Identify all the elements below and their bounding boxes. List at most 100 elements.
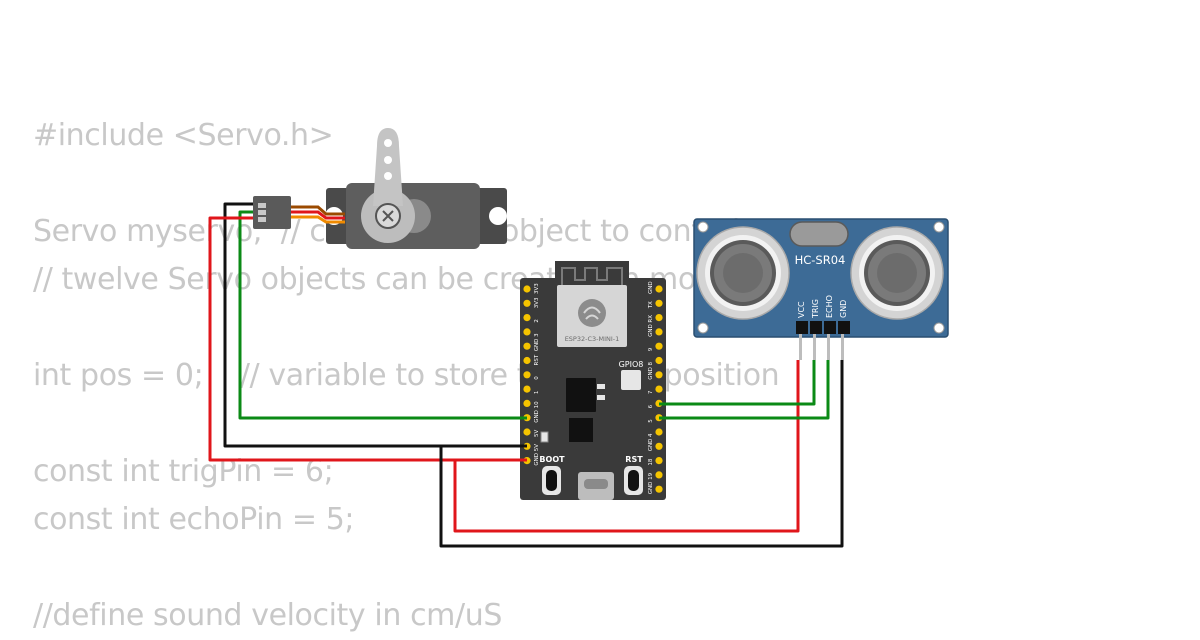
esp32-c3-board[interactable]: ESP32-C3-MINI-1 GPIO8 BOOT RST 3V33V323G… xyxy=(520,261,666,500)
header-pin[interactable] xyxy=(655,485,663,493)
header-pin[interactable] xyxy=(655,457,663,465)
boot-button[interactable] xyxy=(546,470,557,491)
horn-screw-cross xyxy=(382,210,394,222)
pin-label: 7 xyxy=(648,390,654,394)
transducer-left xyxy=(696,226,790,320)
module-label: ESP32-C3-MINI-1 xyxy=(565,335,620,343)
wire-sensor-vcc xyxy=(453,360,800,533)
espressif-logo-mark xyxy=(583,306,601,320)
wire-sensor-gnd xyxy=(439,360,844,548)
pin-label-echo: ECHO xyxy=(825,295,834,318)
header-pin[interactable] xyxy=(655,356,663,365)
wires xyxy=(208,202,844,548)
pin-label: RX xyxy=(648,315,654,323)
pin-label-gnd: GND xyxy=(839,300,848,318)
header-pin[interactable] xyxy=(523,299,531,307)
pin-label: GND xyxy=(648,324,654,337)
pin-label: 18 xyxy=(648,458,654,465)
header-pin[interactable] xyxy=(655,328,663,336)
header-pin[interactable] xyxy=(655,342,663,350)
header-pin[interactable] xyxy=(655,285,663,293)
pin-label: GND xyxy=(648,439,654,452)
wire-servo-vcc xyxy=(208,216,527,462)
rst-button[interactable] xyxy=(628,470,639,491)
header-pin[interactable] xyxy=(523,314,531,322)
pin-label: 0 xyxy=(534,376,540,380)
pin-label: GND xyxy=(648,281,654,294)
pin-label-trig: TRIG xyxy=(811,299,820,319)
code-line: const int echoPin = 5; xyxy=(33,502,355,537)
connector-pin xyxy=(258,217,266,222)
sensor-label: HC-SR04 xyxy=(795,253,846,267)
header-pin[interactable] xyxy=(655,442,663,450)
header-pin[interactable] xyxy=(523,428,531,436)
header-pin[interactable] xyxy=(523,342,531,350)
regulator-pin xyxy=(597,384,605,389)
header-pin[interactable] xyxy=(655,471,663,479)
pin-label: GND xyxy=(648,482,654,495)
wire-servo-gnd xyxy=(223,202,527,448)
servo-lead-orange xyxy=(290,215,345,224)
pin-label: GND xyxy=(648,367,654,380)
code-line: #include <Servo.h> xyxy=(33,118,334,153)
pin-label: 19 xyxy=(648,472,654,479)
mounting-hole xyxy=(933,221,945,233)
voltage-regulator xyxy=(566,378,596,412)
pin-label: 4 xyxy=(648,433,654,437)
usb-c-port xyxy=(584,479,608,489)
code-line: const int trigPin = 6; xyxy=(33,454,334,489)
antenna-trace xyxy=(561,267,623,285)
pin-label: 5V xyxy=(534,444,540,451)
mounting-hole xyxy=(697,322,709,334)
header-pin[interactable] xyxy=(655,314,663,322)
esp32-pin-headers: 3V33V323GNDRST0110GND5V5VGNDGNDTXRXGND98… xyxy=(523,281,663,495)
pin-label: 8 xyxy=(648,362,654,366)
servo-lead-brown xyxy=(290,205,345,216)
connector-pin xyxy=(258,210,266,215)
horn-hole xyxy=(384,139,392,147)
wire-sensor-trig xyxy=(659,360,816,406)
header-pin[interactable] xyxy=(655,371,663,379)
header-pin[interactable] xyxy=(655,385,663,393)
header-pin[interactable] xyxy=(655,299,663,307)
header-pin[interactable] xyxy=(523,371,531,379)
servo-motor[interactable] xyxy=(253,128,507,249)
rst-label: RST xyxy=(625,455,643,464)
transducer-right xyxy=(850,226,944,320)
sensor-pin-labels: VCC TRIG ECHO GND xyxy=(797,295,848,319)
pin-label: GND xyxy=(534,339,540,352)
pin-label: TX xyxy=(648,301,654,309)
servo-mount-hole xyxy=(489,207,507,225)
servo-horn xyxy=(373,128,403,206)
mounting-hole xyxy=(697,221,709,233)
horn-hole xyxy=(384,156,392,164)
pin-label: 5V xyxy=(534,430,540,437)
pin-label: GND xyxy=(534,453,540,466)
pin-label: RST xyxy=(534,354,540,365)
pin-label: GND xyxy=(534,410,540,423)
header-pin[interactable] xyxy=(523,356,531,365)
pin-label: 2 xyxy=(534,319,540,323)
gpio8-label: GPIO8 xyxy=(619,360,644,369)
pin-label: 3V3 xyxy=(534,283,540,294)
header-pin[interactable] xyxy=(523,399,531,407)
pin-label: 3 xyxy=(534,333,540,337)
pin-label: 3V3 xyxy=(534,297,540,308)
mounting-hole xyxy=(933,322,945,334)
espressif-logo-icon xyxy=(578,299,606,327)
pin-label: 10 xyxy=(534,401,540,408)
power-led xyxy=(540,431,549,443)
horn-hole xyxy=(384,172,392,180)
header-pin[interactable] xyxy=(523,285,531,293)
rgb-led xyxy=(621,370,641,390)
servo-lead-red xyxy=(290,210,345,220)
usb-chip xyxy=(569,418,593,442)
wire-sensor-echo xyxy=(659,360,830,420)
pin-label: 9 xyxy=(648,347,654,351)
ultrasonic-sensor[interactable]: HC-SR04 VCC TRIG ECHO GND xyxy=(693,218,949,360)
regulator-pin xyxy=(597,395,605,400)
header-pin[interactable] xyxy=(655,428,663,436)
header-pin[interactable] xyxy=(523,328,531,336)
header-pin[interactable] xyxy=(523,385,531,393)
